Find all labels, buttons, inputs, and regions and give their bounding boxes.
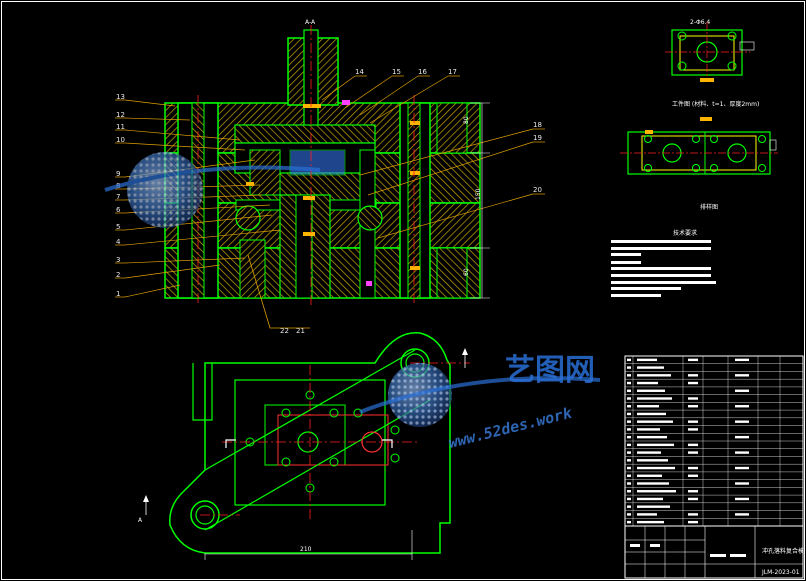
workpiece-caption: 工件图 (材料、t=1、厚度2mm) bbox=[672, 100, 759, 108]
watermark-cn: 艺图网 bbox=[505, 353, 595, 388]
bottom-callouts: 22 21 bbox=[247, 254, 310, 335]
callout-11: 11 bbox=[116, 123, 125, 131]
callout-15: 15 bbox=[392, 68, 401, 76]
callout-5: 5 bbox=[116, 223, 120, 231]
callout-22: 22 bbox=[280, 327, 289, 335]
view-mark-left: A bbox=[138, 517, 143, 524]
callout-3: 3 bbox=[116, 256, 120, 264]
workpiece-hole-dim: 2-Φ6.4 bbox=[690, 19, 710, 26]
callout-1: 1 bbox=[116, 290, 120, 298]
callout-2: 2 bbox=[116, 271, 120, 279]
callout-10: 10 bbox=[116, 136, 125, 144]
title-block-name: 冲孔落料复合模 bbox=[762, 547, 804, 555]
watermark-url: www.52des.work bbox=[447, 404, 575, 452]
callout-21: 21 bbox=[296, 327, 305, 335]
section-view bbox=[164, 25, 481, 305]
callout-13: 13 bbox=[116, 93, 125, 101]
right-callouts: 18 19 20 bbox=[359, 121, 545, 239]
callout-16: 16 bbox=[418, 68, 427, 76]
title-block-code: JLM-2023-01 bbox=[761, 569, 800, 576]
dim-overall-width: 210 bbox=[300, 546, 312, 553]
watermark-upper bbox=[104, 152, 321, 228]
callout-9: 9 bbox=[116, 170, 120, 178]
callout-20: 20 bbox=[533, 186, 542, 194]
callout-14: 14 bbox=[355, 68, 364, 76]
right-dimensions: 80 150 60 bbox=[463, 102, 490, 299]
callout-18: 18 bbox=[533, 121, 542, 129]
parts-list-table bbox=[624, 355, 804, 527]
tech-req-title: 技术要求 bbox=[673, 229, 697, 237]
dim-right-lower: 60 bbox=[463, 268, 470, 276]
section-mark: A-A bbox=[305, 19, 316, 26]
layout-caption: 排样图 bbox=[700, 203, 718, 211]
callout-7: 7 bbox=[116, 193, 120, 201]
tech-requirements: 技术要求 bbox=[611, 229, 716, 297]
watermark-lower: 艺图网 www.52des.work bbox=[359, 353, 601, 452]
callout-19: 19 bbox=[533, 134, 542, 142]
workpiece-view: 2-Φ6.4 工件图 (材料、t=1、厚度2mm) bbox=[665, 19, 759, 108]
dim-right-middle: 150 bbox=[475, 188, 482, 200]
callout-17: 17 bbox=[448, 68, 457, 76]
strip-layout-view: 排样图 bbox=[620, 117, 778, 211]
callout-4: 4 bbox=[116, 238, 121, 246]
callout-12: 12 bbox=[116, 111, 125, 119]
callout-6: 6 bbox=[116, 206, 121, 214]
plan-view: 210 A bbox=[138, 332, 470, 560]
top-callouts: 14 15 16 17 bbox=[321, 68, 460, 124]
dim-right-upper: 80 bbox=[463, 116, 470, 124]
title-block: 冲孔落料复合模 JLM-2023-01 bbox=[624, 525, 804, 579]
